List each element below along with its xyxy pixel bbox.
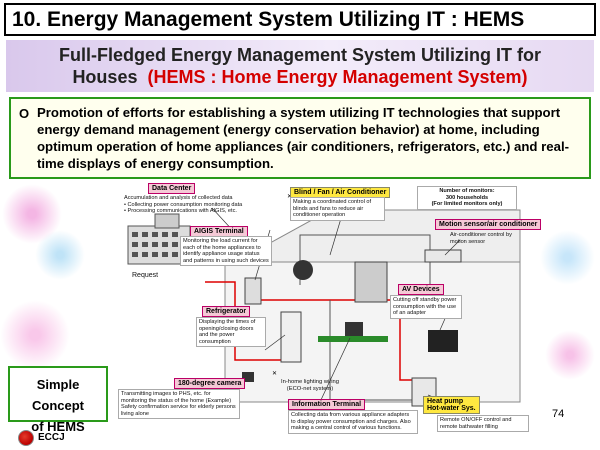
refrigerator-icon bbox=[280, 311, 302, 363]
decorative-bubble bbox=[545, 330, 595, 380]
description-text: Promotion of efforts for establishing a … bbox=[37, 105, 569, 171]
camera-note: Transmitting images to PHS, etc. for mon… bbox=[118, 389, 240, 420]
eccj-logo-text: ECCJ bbox=[38, 432, 65, 443]
subtitle-banner: Full-Fledged Energy Management System Ut… bbox=[6, 40, 594, 92]
wiring-line bbox=[299, 234, 431, 300]
svg-text:✕: ✕ bbox=[287, 194, 292, 200]
subtitle-line-2: Houses (HEMS : Home Energy Management Sy… bbox=[6, 67, 594, 88]
blind-fan-aircon-note: Making a coordinated control of blinds a… bbox=[290, 197, 385, 221]
information-terminal-icon bbox=[345, 322, 363, 336]
svg-text:✕: ✕ bbox=[272, 371, 277, 377]
aigis-meter-icon bbox=[244, 277, 262, 305]
blind-icon bbox=[354, 261, 388, 303]
data-center-label: Data Center bbox=[148, 183, 196, 194]
fan-icon bbox=[293, 260, 313, 280]
air-conditioner-icon bbox=[424, 249, 462, 263]
refrigerator-label: Refrigerator bbox=[202, 306, 251, 317]
aigis-terminal-note: Monitoring the load current for each of … bbox=[180, 236, 272, 267]
data-center-note: Accumulation and analysis of collected d… bbox=[124, 195, 243, 215]
av-devices-note: Cutting off standby power consumption wi… bbox=[390, 295, 462, 319]
eccj-logo-icon bbox=[18, 430, 34, 446]
request-text: Request bbox=[132, 272, 159, 279]
motion-sensor-label: Motion sensor/air conditioner bbox=[435, 219, 542, 230]
subtitle-prefix: Houses bbox=[72, 67, 148, 87]
hems-acronym: (HEMS : Home Energy Management System) bbox=[147, 67, 528, 87]
tv-icon bbox=[428, 330, 458, 352]
camera-icon bbox=[242, 372, 254, 382]
bullet-icon: O bbox=[19, 106, 30, 121]
heat-pump-note: Remote ON/OFF control and remote bathwat… bbox=[437, 415, 529, 433]
concept-line-2: of HEMS bbox=[31, 419, 85, 434]
motion-sensor-note: Air-conditioner control by motion sensor bbox=[450, 232, 512, 245]
page-number: 74 bbox=[552, 408, 565, 420]
information-terminal-label: Information Terminal bbox=[288, 399, 366, 410]
refrigerator-note: Displaying the times of opening/closing … bbox=[196, 317, 266, 348]
camera-label: 180-degree camera bbox=[174, 378, 246, 389]
monitor-count-note: Number of monitors: 300 households (For … bbox=[417, 186, 517, 210]
slide-title: 10. Energy Management System Utilizing I… bbox=[12, 8, 525, 31]
heat-pump-label: Heat pump Hot-water Sys. bbox=[423, 396, 480, 414]
description-box: O Promotion of efforts for establishing … bbox=[9, 97, 591, 179]
simple-concept-box: Simple Concept of HEMS bbox=[8, 366, 108, 434]
information-terminal-note: Collecting data from various appliance a… bbox=[288, 410, 418, 434]
subtitle-line-1: Full-Fledged Energy Management System Ut… bbox=[58, 45, 542, 65]
decorative-bubble bbox=[35, 230, 85, 280]
wiring-text: In-home lighting wiring (ECO-net system) bbox=[281, 379, 339, 392]
slide-title-bar: 10. Energy Management System Utilizing I… bbox=[4, 3, 596, 36]
decorative-bubble bbox=[0, 300, 70, 370]
data-center-building-icon bbox=[127, 213, 191, 265]
concept-line-1: Simple Concept bbox=[32, 377, 84, 413]
table-icon bbox=[318, 336, 388, 342]
decorative-bubble bbox=[540, 230, 595, 285]
av-devices-label: AV Devices bbox=[398, 284, 444, 295]
